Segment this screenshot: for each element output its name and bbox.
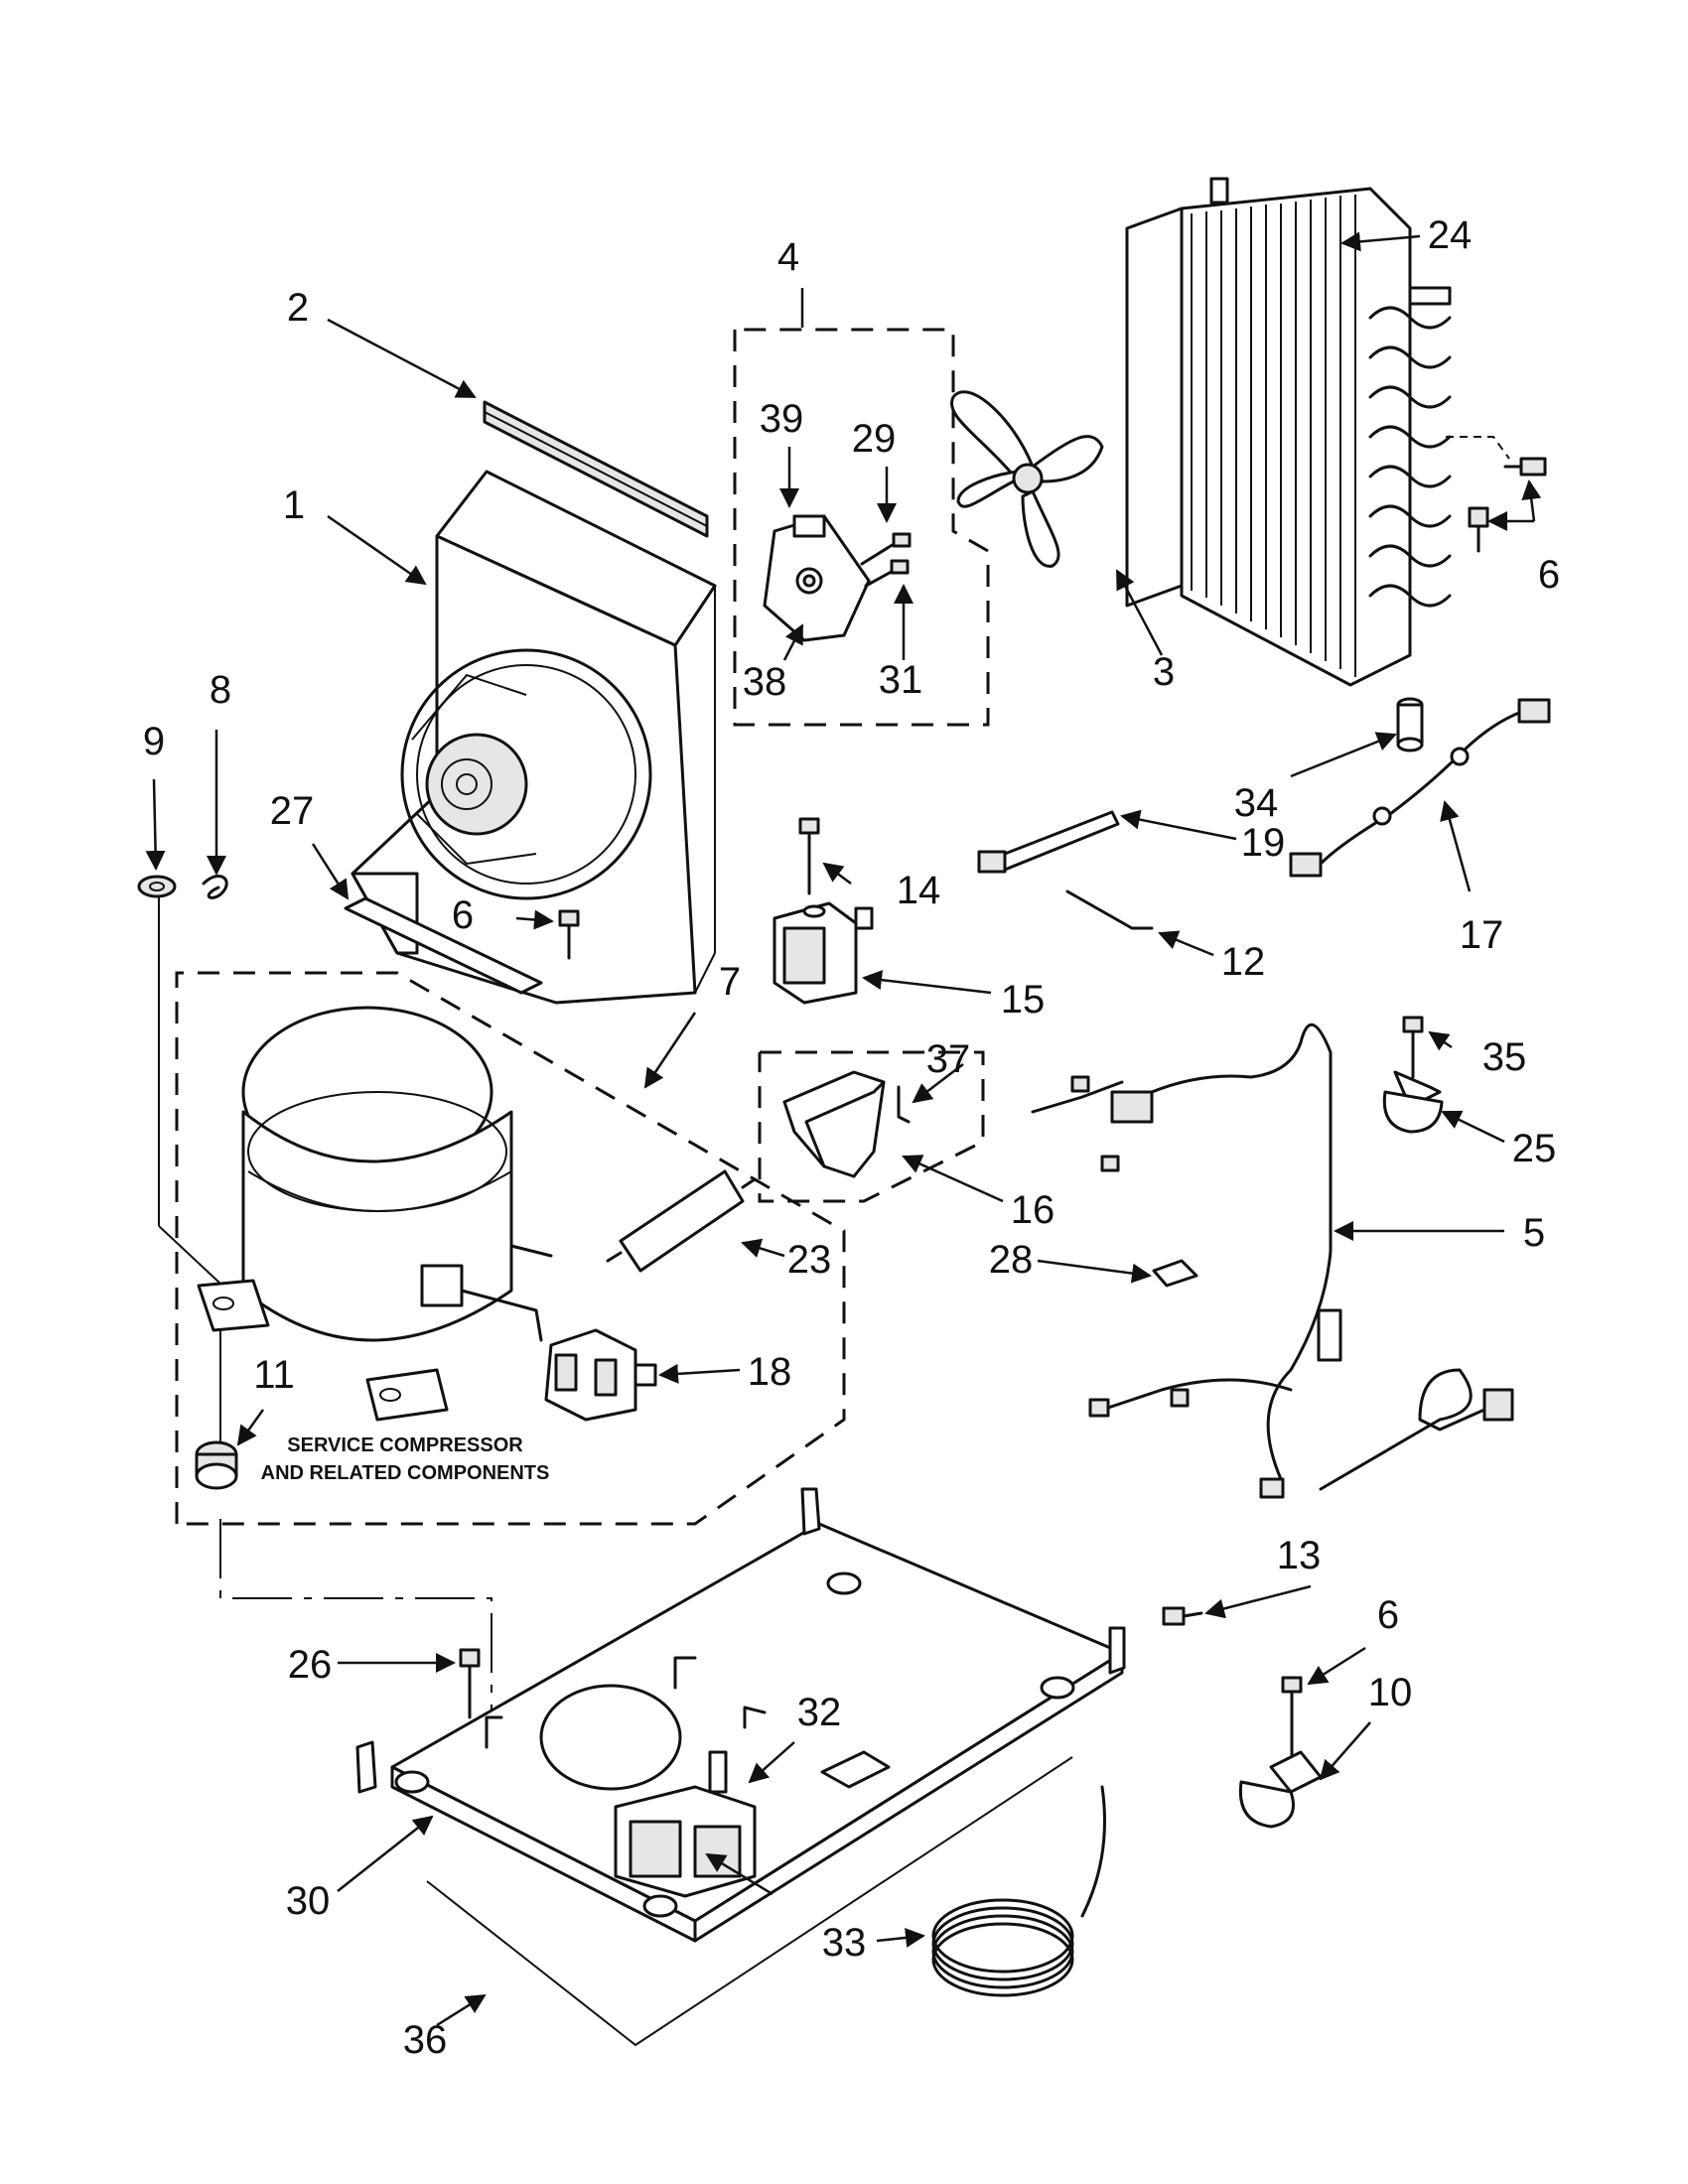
callout-4: 4 xyxy=(777,235,799,279)
service-note-line-2: AND RELATED COMPONENTS xyxy=(261,1462,550,1484)
callout-38: 38 xyxy=(743,660,787,704)
part-1-fan-shroud xyxy=(351,470,717,1005)
service-note-line-1: SERVICE COMPRESSOR xyxy=(287,1434,523,1456)
callout-30: 30 xyxy=(286,1879,331,1923)
part-10-clamp xyxy=(1238,1750,1323,1829)
part-35-screw xyxy=(1402,1016,1424,1079)
part-3-fan-blade xyxy=(950,390,1104,568)
callout-39: 39 xyxy=(760,397,804,441)
callout-6-shroud: 6 xyxy=(452,893,474,937)
part-27-plate xyxy=(344,896,543,995)
callout-23: 23 xyxy=(787,1238,832,1282)
callout-17: 17 xyxy=(1460,913,1504,957)
leader-lines xyxy=(145,231,1542,2027)
part-15-solenoid xyxy=(773,901,874,1005)
part-2-gasket-strip xyxy=(483,400,709,538)
callout-35: 35 xyxy=(1482,1035,1527,1079)
part-23-drier xyxy=(606,1169,757,1273)
part-13-screw xyxy=(1162,1606,1203,1626)
part-11-grommet xyxy=(195,1440,238,1490)
callout-5: 5 xyxy=(1523,1211,1545,1255)
callout-31: 31 xyxy=(879,658,923,702)
part-33-tubing-coil xyxy=(931,1785,1106,1997)
callout-1: 1 xyxy=(283,483,305,527)
callout-36: 36 xyxy=(403,2018,448,2062)
part-16-bracket-group xyxy=(758,1050,985,1203)
part-18-relay xyxy=(544,1328,657,1422)
callout-3: 3 xyxy=(1153,650,1175,694)
callout-16: 16 xyxy=(1011,1188,1055,1232)
part-7-compressor-group xyxy=(175,971,846,1526)
callout-28: 28 xyxy=(989,1238,1034,1282)
callout-15: 15 xyxy=(1001,978,1046,1022)
callout-6-condenser: 6 xyxy=(1538,553,1560,597)
part-34-ferrite xyxy=(1396,697,1424,752)
part-6-screw-shroud xyxy=(558,909,580,960)
callout-9: 9 xyxy=(143,720,165,763)
callout-13: 13 xyxy=(1277,1534,1322,1577)
callout-19: 19 xyxy=(1241,821,1286,865)
part-36-bracket-outline xyxy=(426,1756,1073,2047)
callout-24: 24 xyxy=(1428,213,1473,257)
callout-27: 27 xyxy=(270,789,315,833)
callout-33: 33 xyxy=(822,1921,867,1965)
part-5-main-harness xyxy=(1031,1023,1514,1499)
callout-34: 34 xyxy=(1234,781,1279,825)
part-4-fan-motor-group xyxy=(733,328,990,727)
callout-8: 8 xyxy=(210,668,231,712)
callout-numbers: 1 2 3 4 5 6 6 6 7 8 9 10 11 12 13 14 15 … xyxy=(143,213,1560,2062)
callout-18: 18 xyxy=(748,1350,792,1394)
part-14-screw xyxy=(798,817,820,895)
callout-25: 25 xyxy=(1512,1127,1557,1170)
callout-10: 10 xyxy=(1368,1671,1413,1714)
callout-32: 32 xyxy=(797,1691,842,1734)
callout-37: 37 xyxy=(926,1037,971,1081)
callout-26: 26 xyxy=(288,1643,333,1687)
callout-12: 12 xyxy=(1221,940,1266,984)
callout-14: 14 xyxy=(897,869,941,912)
part-25-clamp xyxy=(1382,1070,1444,1134)
part-24-condenser xyxy=(1125,177,1452,687)
part-12-tube xyxy=(1065,889,1154,930)
part-19-cable-tie xyxy=(977,810,1120,874)
part-26-screw xyxy=(459,1648,481,1719)
part-30-base-pan xyxy=(355,1487,1126,1943)
callout-11: 11 xyxy=(253,1353,295,1397)
part-9-grommet xyxy=(137,875,177,898)
callout-29: 29 xyxy=(852,417,897,461)
callout-6-lower: 6 xyxy=(1377,1593,1399,1637)
part-6-screws-condenser xyxy=(1446,436,1547,553)
part-8-clip xyxy=(202,875,228,899)
callout-7: 7 xyxy=(719,960,741,1004)
callout-2: 2 xyxy=(287,286,309,330)
part-6-screw-lower xyxy=(1281,1676,1303,1769)
part-17-wire-harness xyxy=(1289,698,1551,878)
service-note: SERVICE COMPRESSOR AND RELATED COMPONENT… xyxy=(261,1434,550,1484)
part-28-clip xyxy=(1152,1259,1198,1288)
